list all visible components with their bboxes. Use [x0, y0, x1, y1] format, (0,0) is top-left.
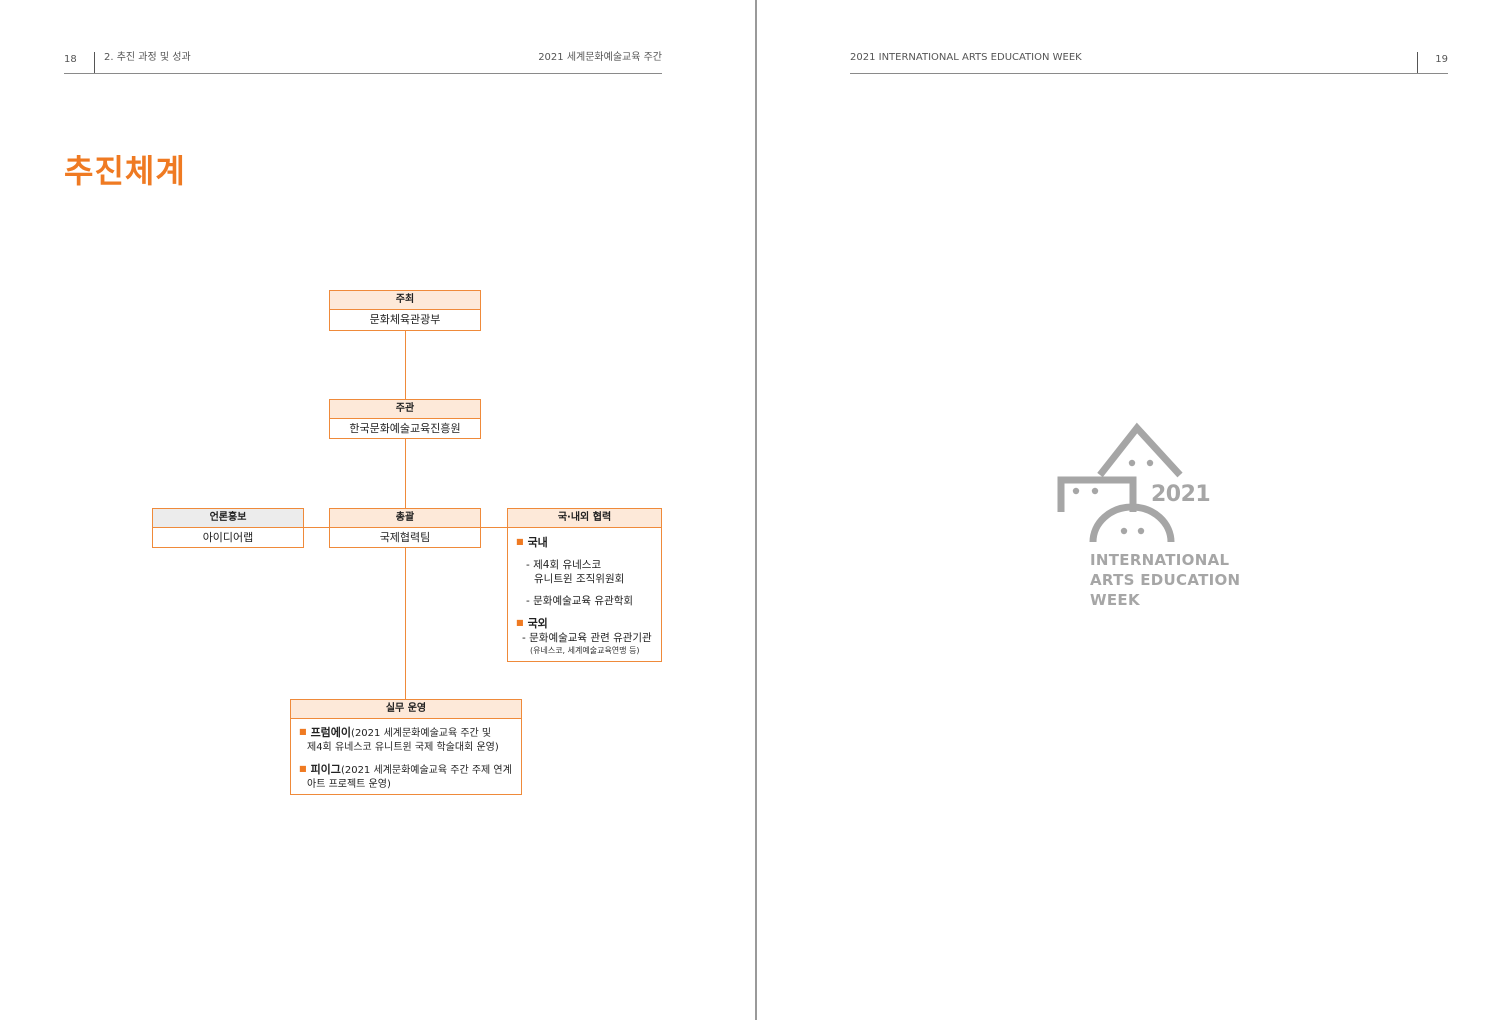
bullet-icon: ■	[516, 537, 524, 546]
page-spine	[755, 0, 757, 1020]
operations-box: 실무 운영 ■프럼에이(2021 세계문화예술교육 주간 및 제4회 유네스코 …	[290, 699, 522, 795]
operations-item2-desc1: (2021 세계문화예술교육 주간 주제 연계	[340, 765, 512, 776]
header-rule-left	[64, 73, 662, 74]
bullet-icon: ■	[516, 618, 524, 627]
foreign-item: - 문화예술교육 관련 유관기관	[522, 632, 652, 644]
header-divider-left	[94, 52, 95, 73]
foreign-title: 국외	[527, 617, 548, 630]
operations-item1-name: 프럼에이	[310, 726, 352, 739]
header-divider-right	[1417, 52, 1418, 73]
domestic-item-3: - 문화예술교육 유관학회	[526, 595, 634, 607]
running-title-right: 2021 INTERNATIONAL ARTS EDUCATION WEEK	[850, 52, 1082, 63]
operations-item2-name: 피이그	[310, 763, 341, 776]
pr-name: 아이디어랩	[202, 531, 254, 544]
operations-item2-desc2: 아트 프로젝트 운영)	[307, 779, 391, 790]
header-rule-right	[850, 73, 1448, 74]
domestic-item-2: 유니트윈 조직위원회	[534, 573, 625, 585]
section-label: 2. 추진 과정 및 성과	[104, 52, 191, 63]
event-logo: 2021 INTERNATIONAL ARTS EDUCATION WEEK	[1055, 420, 1245, 620]
domestic-title: 국내	[527, 536, 548, 549]
organizer-name: 한국문화예술교육진흥원	[349, 422, 461, 435]
logo-line-2: ARTS EDUCATION	[1090, 571, 1241, 589]
logo-mark-icon	[1057, 422, 1183, 543]
cooperation-box: 국·내외 협력 ■국내 - 제4회 유네스코 유니트윈 조직위원회 - 문화예술…	[507, 508, 662, 662]
bullet-icon: ■	[299, 764, 307, 773]
organizer-label: 주관	[330, 400, 480, 419]
connector-pr-general	[303, 527, 330, 528]
operations-item1-desc2: 제4회 유네스코 유니트윈 국제 학술대회 운영)	[307, 742, 499, 753]
pr-label: 언론홍보	[153, 509, 303, 528]
pr-box: 언론홍보 아이디어랩	[152, 508, 304, 548]
page-number-left: 18	[64, 54, 77, 65]
connector-general-cooperation	[481, 527, 508, 528]
cooperation-label: 국·내외 협력	[508, 509, 661, 528]
page-title: 추진체계	[64, 152, 186, 190]
organizer-box: 주관 한국문화예술교육진흥원	[329, 399, 481, 439]
host-name: 문화체육관광부	[369, 313, 441, 326]
foreign-note: (유네스코, 세계예술교육연맹 등)	[530, 646, 640, 655]
logo-year: 2021	[1151, 482, 1211, 507]
logo-line-3: WEEK	[1090, 591, 1140, 609]
connector-host-organizer	[405, 330, 406, 400]
host-box: 주최 문화체육관광부	[329, 290, 481, 331]
operations-label: 실무 운영	[291, 700, 521, 719]
general-label: 총괄	[330, 509, 480, 528]
page-number-right: 19	[1435, 54, 1448, 65]
connector-organizer-general	[405, 438, 406, 509]
running-title-left: 2021 세계문화예술교육 주간	[538, 52, 662, 63]
operations-item1-desc1: (2021 세계문화예술교육 주간 및	[351, 728, 492, 739]
connector-general-operations	[405, 547, 406, 699]
general-name: 국제협력팀	[379, 531, 431, 544]
bullet-icon: ■	[299, 727, 307, 736]
host-label: 주최	[330, 291, 480, 310]
logo-line-1: INTERNATIONAL	[1090, 551, 1230, 569]
domestic-item-1: - 제4회 유네스코	[526, 559, 602, 571]
general-box: 총괄 국제협력팀	[329, 508, 481, 548]
